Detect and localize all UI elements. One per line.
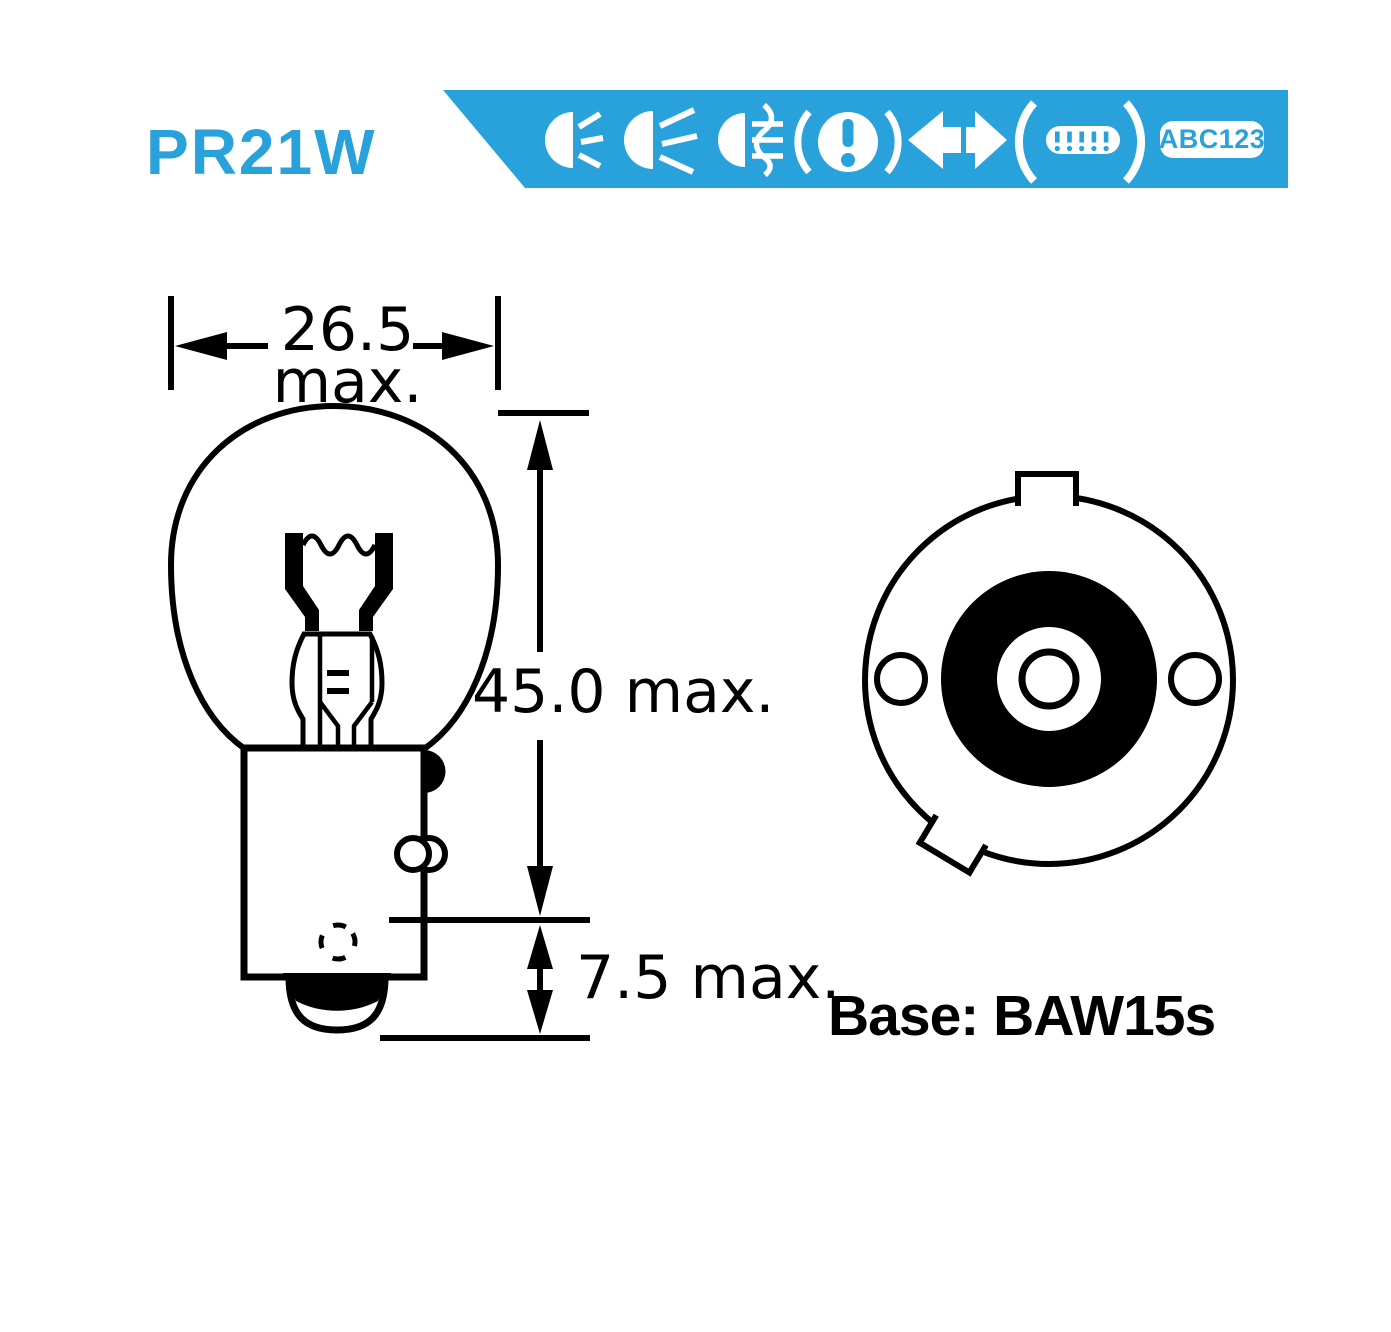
brake-warning-icon — [794, 109, 902, 175]
left-paren — [1014, 100, 1038, 184]
left-arrow — [908, 111, 961, 169]
contact-insulator — [283, 973, 391, 1011]
lamp-rays — [658, 107, 698, 175]
exclamation-bar — [842, 119, 854, 147]
bulb-side-view — [167, 402, 502, 1034]
lamp-dome — [545, 112, 573, 168]
up-arrowhead — [527, 420, 553, 470]
lamp-dome — [624, 111, 653, 169]
glass-envelope — [167, 402, 502, 752]
side-bayonet-pin — [394, 835, 432, 873]
center-contact — [1018, 648, 1080, 710]
right-paren — [1122, 100, 1146, 184]
right-hole — [1168, 652, 1222, 706]
up-arrowhead — [527, 925, 553, 969]
left-hole — [874, 652, 928, 706]
part-number: PR21W — [146, 116, 377, 188]
filament-coil — [300, 533, 378, 557]
height-dimension — [389, 410, 590, 923]
base-type-label: Base: BAW15s — [828, 984, 1216, 1048]
base-end-view — [862, 471, 1236, 877]
plate-marks — [1054, 131, 1109, 152]
right-lead-post — [359, 533, 393, 631]
turn-indicator-icon — [908, 111, 1007, 169]
filament-mount — [285, 533, 393, 751]
base-height-dimension — [380, 925, 590, 1041]
base-dimension-label: 7.5 max. — [576, 943, 841, 1013]
down-arrowhead — [527, 866, 553, 916]
right-paren — [884, 109, 902, 175]
right-arrow — [966, 111, 1007, 169]
lamp-dome — [718, 113, 745, 167]
left-arrowhead — [175, 332, 227, 360]
fog-lamp-icon — [718, 102, 783, 178]
top-pin-tab — [1015, 471, 1079, 506]
far-bayonet-pin — [424, 750, 446, 793]
lamp-rays — [577, 111, 604, 169]
bayonet-base — [240, 744, 448, 1034]
stem-marks — [327, 670, 349, 694]
application-banner — [443, 90, 1288, 188]
headlamp-beam-icon — [624, 107, 698, 175]
height-dimension-label: 45.0 max. — [472, 657, 775, 727]
offset-pin-tab — [915, 813, 989, 877]
width-dimension-suffix: max. — [272, 347, 423, 417]
left-lead-post — [285, 533, 319, 631]
down-arrowhead — [527, 990, 553, 1034]
license-plate-badge: ABC123 — [1158, 121, 1266, 158]
base-shell — [240, 744, 428, 981]
fog-wave — [753, 102, 775, 178]
hidden-pin-dashed — [318, 922, 358, 962]
right-arrowhead — [442, 332, 494, 360]
left-paren — [794, 109, 812, 175]
stem-wires — [318, 700, 374, 748]
width-dimension — [168, 296, 501, 390]
number-plate-lamp-icon — [1014, 100, 1146, 184]
exclamation-dot — [841, 153, 855, 167]
license-plate-text: ABC123 — [1158, 124, 1266, 154]
stem-tube-lines — [317, 636, 375, 748]
position-lamp-icon — [545, 111, 604, 169]
width-dimension-value: 26.5 — [280, 295, 415, 365]
